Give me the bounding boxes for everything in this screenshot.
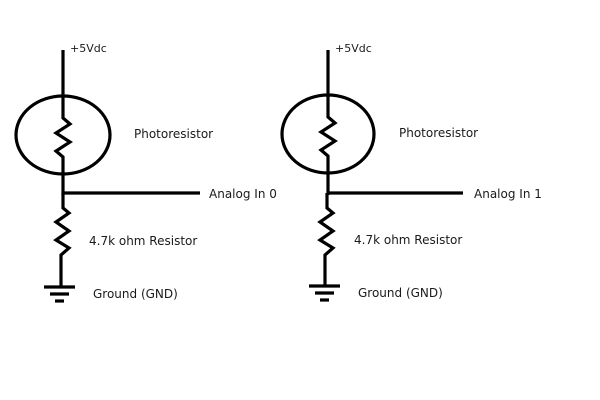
voltage-divider-circuit-1: +5Vdc Photoresistor Analog In 1 4.7k ohm… bbox=[280, 42, 542, 302]
resistor-symbol bbox=[53, 193, 72, 286]
photoresistor-zigzag bbox=[53, 110, 73, 195]
ground-label: Ground (GND) bbox=[93, 287, 178, 301]
photoresistor-label: Photoresistor bbox=[399, 126, 478, 140]
voltage-divider-circuit-0: +5Vdc Photoresistor Analog In 0 4.7k ohm… bbox=[14, 42, 277, 303]
analog-input-label: Analog In 0 bbox=[209, 187, 277, 201]
supply-label: +5Vdc bbox=[335, 42, 372, 55]
resistor-label: 4.7k ohm Resistor bbox=[89, 234, 197, 248]
ground-label: Ground (GND) bbox=[358, 286, 443, 300]
photoresistor-label: Photoresistor bbox=[134, 127, 213, 141]
supply-label: +5Vdc bbox=[70, 42, 107, 55]
analog-input-label: Analog In 1 bbox=[474, 187, 542, 201]
resistor-symbol bbox=[317, 193, 336, 285]
photoresistor-zigzag bbox=[318, 110, 338, 195]
resistor-label: 4.7k ohm Resistor bbox=[354, 233, 462, 247]
